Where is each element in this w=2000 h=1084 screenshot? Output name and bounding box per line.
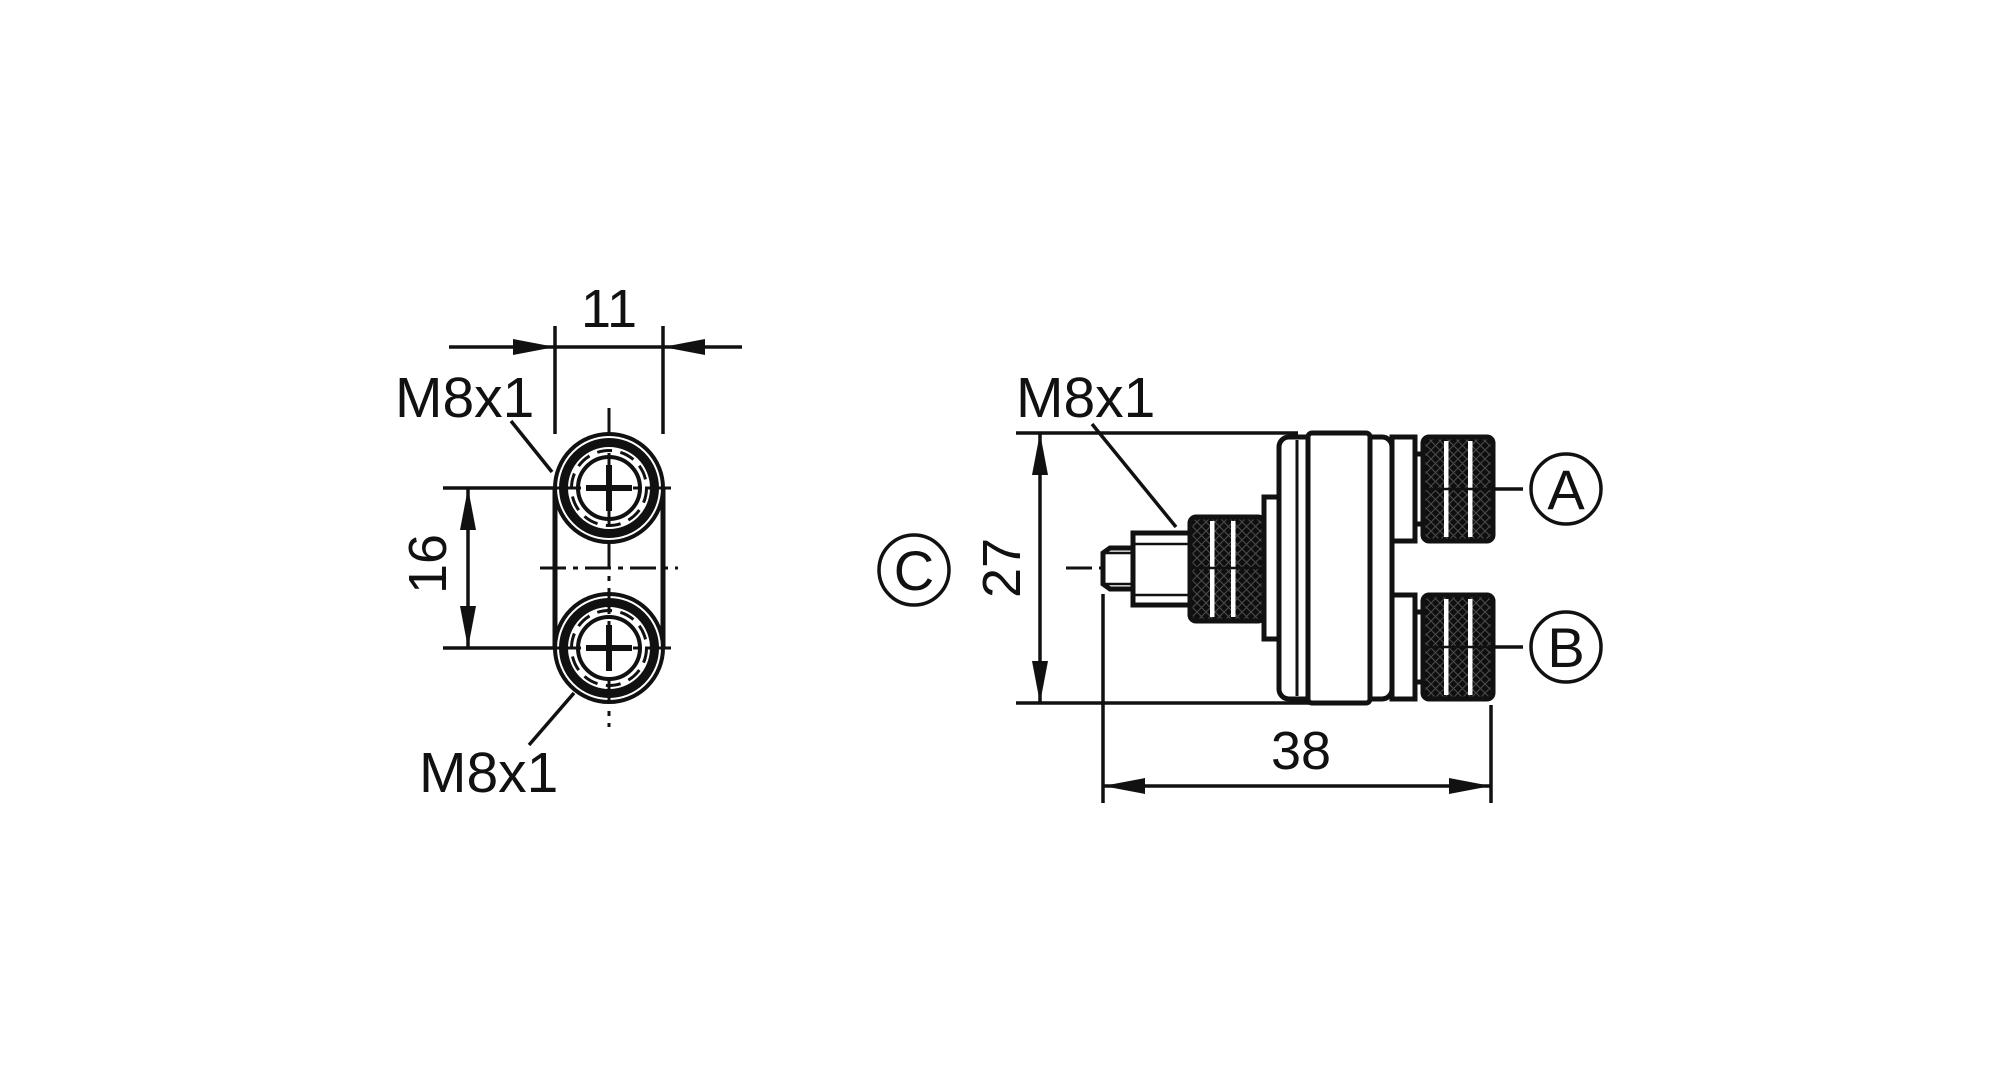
port-label-c: C <box>877 533 951 607</box>
thread-label-male: M8x1 <box>1016 366 1155 430</box>
thread-label-top: M8x1 <box>395 366 534 430</box>
arrowhead-right-icon <box>1449 778 1491 794</box>
label-circle-icon <box>1529 452 1603 526</box>
arrowhead-down-icon <box>1032 661 1048 703</box>
label-circle-icon <box>1529 610 1603 684</box>
front-view: 11 16 M8x1 M8x1 <box>395 279 742 805</box>
port-label-b: B <box>1529 610 1603 684</box>
dim-value-length: 38 <box>1271 721 1331 781</box>
arrowhead-up-icon <box>460 488 476 530</box>
arrowhead-down-icon <box>460 606 476 648</box>
dim-value-width: 11 <box>581 279 637 339</box>
body-center-band <box>1305 430 1373 706</box>
port-a-pad <box>1389 434 1418 544</box>
port-letter-c: C <box>894 539 934 602</box>
leader-line-bottom <box>527 691 576 747</box>
dim-height-27: 27 <box>972 431 1312 705</box>
female-knurl-b <box>1420 592 1496 702</box>
arrowhead-left-icon <box>663 339 705 355</box>
dim-width-11: 11 <box>449 279 742 434</box>
port-letter-b: B <box>1547 616 1584 679</box>
port-label-a: A <box>1529 452 1603 526</box>
dim-length-38: 38 <box>1101 594 1493 803</box>
female-knurl-a <box>1420 434 1496 544</box>
side-view: A B C 27 38 M8x1 <box>877 366 1603 803</box>
dim-value-spacing: 16 <box>398 534 458 594</box>
leader-line-male <box>1090 422 1178 529</box>
port-b-pad <box>1389 592 1418 702</box>
leader-line-top <box>509 419 554 474</box>
arrowhead-right-icon <box>513 339 555 355</box>
male-knurl-nut <box>1187 514 1267 624</box>
thread-label-bottom: M8x1 <box>419 741 558 805</box>
dim-value-height: 27 <box>972 538 1032 598</box>
dim-spacing-16: 16 <box>398 486 555 650</box>
label-circle-icon <box>877 533 951 607</box>
arrowhead-left-icon <box>1103 778 1145 794</box>
arrowhead-up-icon <box>1032 433 1048 475</box>
port-letter-a: A <box>1547 458 1585 521</box>
